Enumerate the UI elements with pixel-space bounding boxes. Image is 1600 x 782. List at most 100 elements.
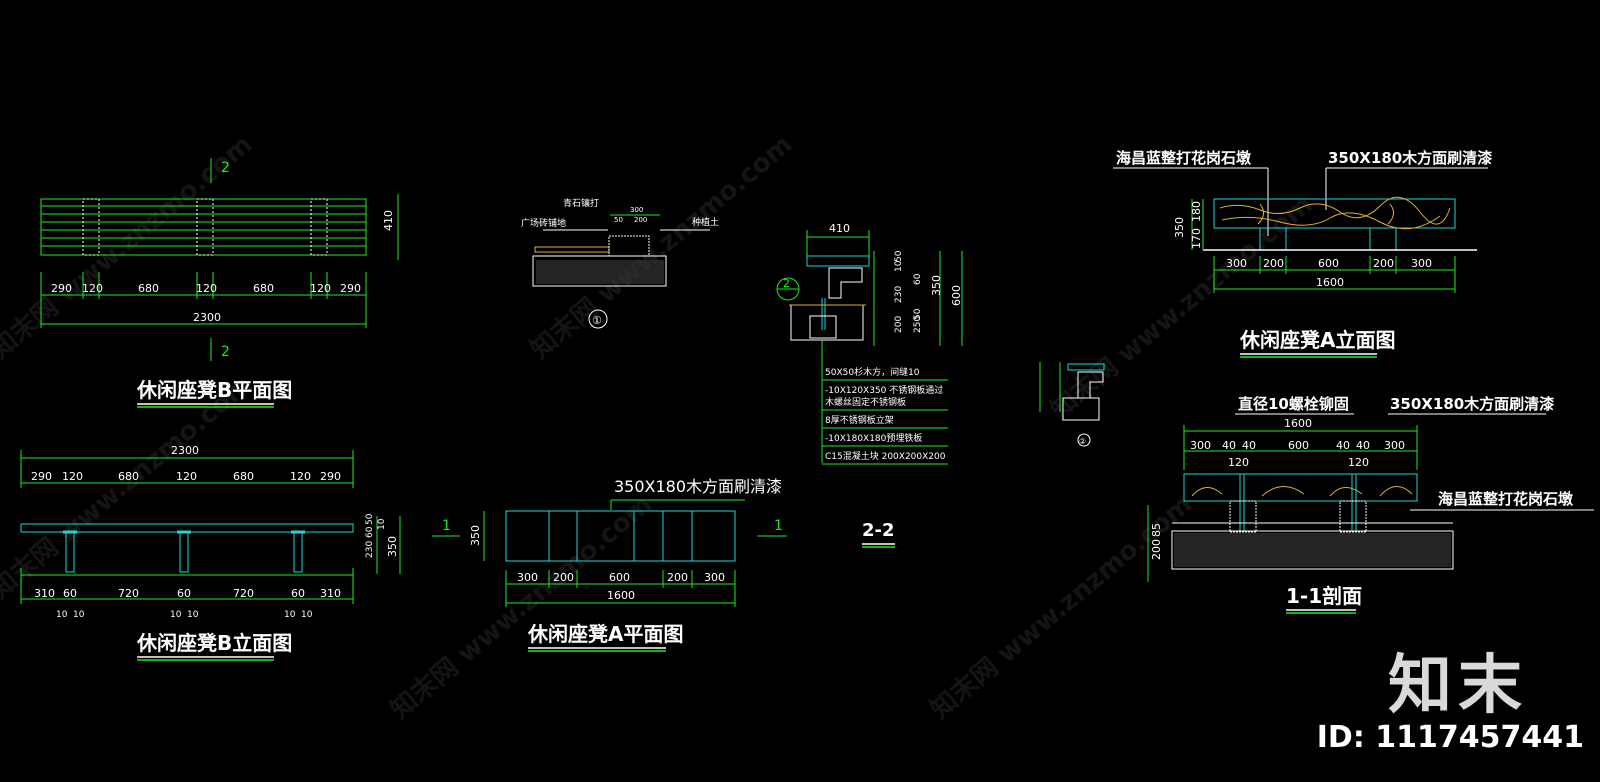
section-mark-label: 1 (442, 518, 451, 534)
section-mark-label: 2 (221, 344, 230, 360)
dim-label: 230 (894, 286, 904, 303)
dim-label: 40 (1336, 439, 1350, 452)
dim-label: 180 (1190, 201, 1203, 222)
dim-label: 50 (913, 308, 923, 320)
dim-label: 310 (34, 587, 55, 600)
dim-label: 10 (187, 610, 199, 620)
dim-label: 300 (1226, 257, 1247, 270)
dim-label: 310 (320, 587, 341, 600)
dim-label: 250 (913, 316, 923, 333)
material-label: 350X180木方面刷清漆 (614, 477, 782, 496)
detail-mark: ② (1079, 437, 1086, 446)
brand-logo: 知末 (1388, 649, 1528, 723)
note-text: -10X180X180预埋铁板 (825, 432, 922, 444)
dim-label: 60 (177, 587, 191, 600)
dim-label: 300 (704, 571, 725, 584)
watermark-text: 知末网 www.znzmo.com (0, 369, 258, 605)
dim-label: 40 (1242, 439, 1256, 452)
image-id-label: ID: 1117457441 (1316, 720, 1584, 755)
dim-label: 10 (284, 610, 296, 620)
dim-label: 600 (1318, 257, 1339, 270)
detail-label: 种植土 (692, 216, 719, 228)
dim-label: 680 (138, 282, 159, 295)
dim-total: 2300 (193, 311, 221, 324)
dim-label: 10 (377, 518, 387, 530)
dim-label: 85 (1150, 523, 1163, 537)
bench-a-top (505, 510, 736, 562)
dim-label: 290 (320, 470, 341, 483)
concrete-base (1171, 530, 1454, 570)
dim-label: 350 (469, 525, 482, 546)
dim-label: 50 (894, 250, 904, 262)
drawing-title: 休闲座凳B平面图 (136, 378, 292, 402)
dim-label: 200 (1263, 257, 1284, 270)
notes-block: 50X50杉木方，间缝10 -10X120X350 不锈钢板通过 木螺丝固定不锈… (822, 366, 948, 465)
material-label: 350X180木方面刷清漆 (1390, 395, 1554, 413)
dim-label: 120 (176, 470, 197, 483)
dim-label: 40 (1222, 439, 1236, 452)
dim-label: 300 (1411, 257, 1432, 270)
note-text: 50X50杉木方，间缝10 (825, 366, 920, 378)
detail-label: 广场砖铺地 (521, 217, 566, 229)
dim-label: 120 (196, 282, 217, 295)
dim-label: 170 (1190, 228, 1203, 249)
section-mark-label: 1 (774, 518, 783, 534)
dim-label: 120 (290, 470, 311, 483)
dim-label: 680 (253, 282, 274, 295)
dim-total: 1600 (607, 589, 635, 602)
dim-label: 680 (233, 470, 254, 483)
dim-label: 290 (51, 282, 72, 295)
bench-b-elevation: 2300 290 120 680 120 680 120 290 50 230 … (20, 444, 401, 661)
detail-mark: ① (592, 314, 602, 327)
dim-label: 10 (301, 610, 313, 620)
material-label: 海昌蓝整打花岗石墩 (1116, 149, 1252, 167)
dim-label: 200 (634, 216, 647, 224)
dim-label: 10 (73, 610, 85, 620)
dim-label: 120 (82, 282, 103, 295)
dim-label: 60 (913, 273, 923, 285)
dim-label: 300 (1384, 439, 1405, 452)
bench-b-top (40, 198, 367, 256)
dim-label: 350 (930, 275, 943, 296)
detail-mark-circle (1077, 433, 1091, 447)
dim-label: 680 (118, 470, 139, 483)
dim-label: 300 (517, 571, 538, 584)
dim-label: 120 (1228, 456, 1249, 469)
material-label: 直径10螺栓铆固 (1238, 395, 1349, 413)
bench-a-plan: 350X180木方面刷清漆 1 1 350 300 200 600 200 30… (432, 477, 787, 652)
section-1-1: 直径10螺栓铆固 350X180木方面刷清漆 海昌蓝整打花岗石墩 1600 30… (1147, 395, 1594, 614)
dim-label: 300 (1190, 439, 1211, 452)
dim-label: 50 (365, 513, 375, 525)
dim-label: 350 (386, 536, 399, 557)
dim-label: 300 (630, 206, 643, 214)
dim-label: 200 (894, 316, 904, 333)
dim-label: 410 (829, 222, 850, 235)
drawing-title: 2-2 (862, 520, 895, 541)
dim-total: 2300 (171, 444, 199, 457)
drawing-title: 休闲座凳B立面图 (136, 631, 292, 655)
bench-b-plan: 2 2 410 290 120 680 120 680 120 (40, 158, 399, 408)
dim-label: 600 (950, 285, 963, 306)
dim-label: 290 (340, 282, 361, 295)
dim-label: 600 (609, 571, 630, 584)
note-text: C15混凝土块 200X200X200 (825, 450, 946, 462)
material-label: 350X180木方面刷清漆 (1328, 149, 1492, 167)
note-text: 木螺丝固定不锈钢板 (825, 396, 906, 408)
dim-label: 60 (291, 587, 305, 600)
dim-label: 200 (1150, 539, 1163, 560)
dim-label: 600 (1288, 439, 1309, 452)
dim-label: 200 (553, 571, 574, 584)
dim-label: 120 (1348, 456, 1369, 469)
section-2-2: 410 2 50 10 60 230 350 50 600 200 250 50… (776, 222, 963, 548)
detail-1-section: 青石镶打 广场砖铺地 种植土 300 50 200 ① (521, 197, 719, 329)
dim-label: 230 (365, 541, 375, 558)
seat-slats (806, 255, 870, 267)
dim-label: 10 (170, 610, 182, 620)
dim-label: 40 (1356, 439, 1370, 452)
small-detail-2: ② (1039, 362, 1105, 447)
dim-total: 1600 (1284, 417, 1312, 430)
dim-label: 720 (118, 587, 139, 600)
dim-height: 410 (382, 210, 395, 231)
dim-label: 720 (233, 587, 254, 600)
